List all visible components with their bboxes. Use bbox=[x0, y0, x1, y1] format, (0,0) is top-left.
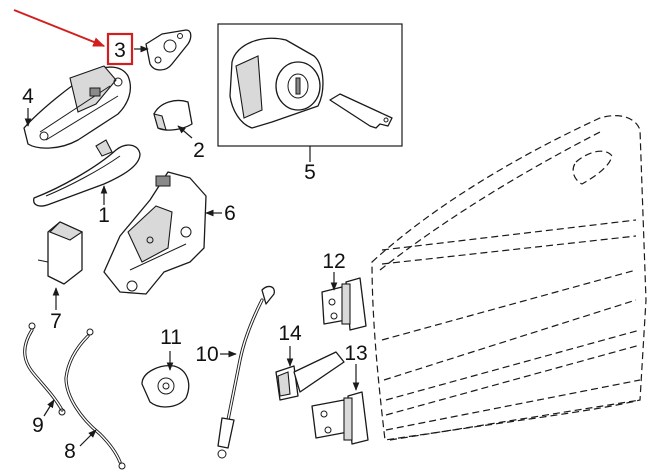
door-key bbox=[329, 93, 393, 129]
callout-labels: 1 2 3 4 5 6 7 8 9 10 11 12 13 14 bbox=[22, 39, 368, 463]
callout-7: 7 bbox=[50, 310, 62, 333]
callout-14: 14 bbox=[278, 322, 302, 345]
outside-release-cable bbox=[64, 328, 126, 470]
callout-6: 6 bbox=[224, 202, 236, 225]
callout-10: 10 bbox=[195, 343, 218, 366]
highlight-indicator bbox=[13, 9, 134, 66]
lock-cylinder bbox=[229, 37, 324, 129]
lock-rod-cable bbox=[217, 285, 275, 459]
callout-3: 3 bbox=[114, 39, 126, 62]
callout-9: 9 bbox=[32, 414, 44, 437]
handle-carrier bbox=[23, 65, 132, 149]
outside-door-handle bbox=[33, 139, 141, 207]
highlight-box bbox=[106, 32, 134, 66]
callout-13: 13 bbox=[344, 342, 367, 365]
lower-door-hinge bbox=[311, 391, 369, 445]
callout-4: 4 bbox=[22, 85, 34, 108]
inside-release-cable bbox=[23, 322, 66, 416]
handle-end-cap bbox=[153, 99, 193, 131]
latch-cover bbox=[37, 221, 84, 285]
highlight-arrow bbox=[13, 9, 106, 47]
lock-bracket bbox=[141, 365, 190, 408]
leader-lines bbox=[24, 45, 360, 447]
door-shell bbox=[371, 115, 647, 441]
callout-12: 12 bbox=[322, 250, 345, 273]
callout-11: 11 bbox=[160, 326, 182, 349]
door-latch-assembly bbox=[103, 171, 207, 295]
callout-5: 5 bbox=[304, 161, 316, 184]
callout-8: 8 bbox=[64, 440, 76, 463]
upper-door-hinge bbox=[321, 277, 367, 331]
handle-gasket bbox=[145, 29, 192, 71]
door-check-strap bbox=[275, 351, 345, 401]
callout-1: 1 bbox=[98, 204, 110, 227]
callout-2: 2 bbox=[193, 139, 205, 162]
